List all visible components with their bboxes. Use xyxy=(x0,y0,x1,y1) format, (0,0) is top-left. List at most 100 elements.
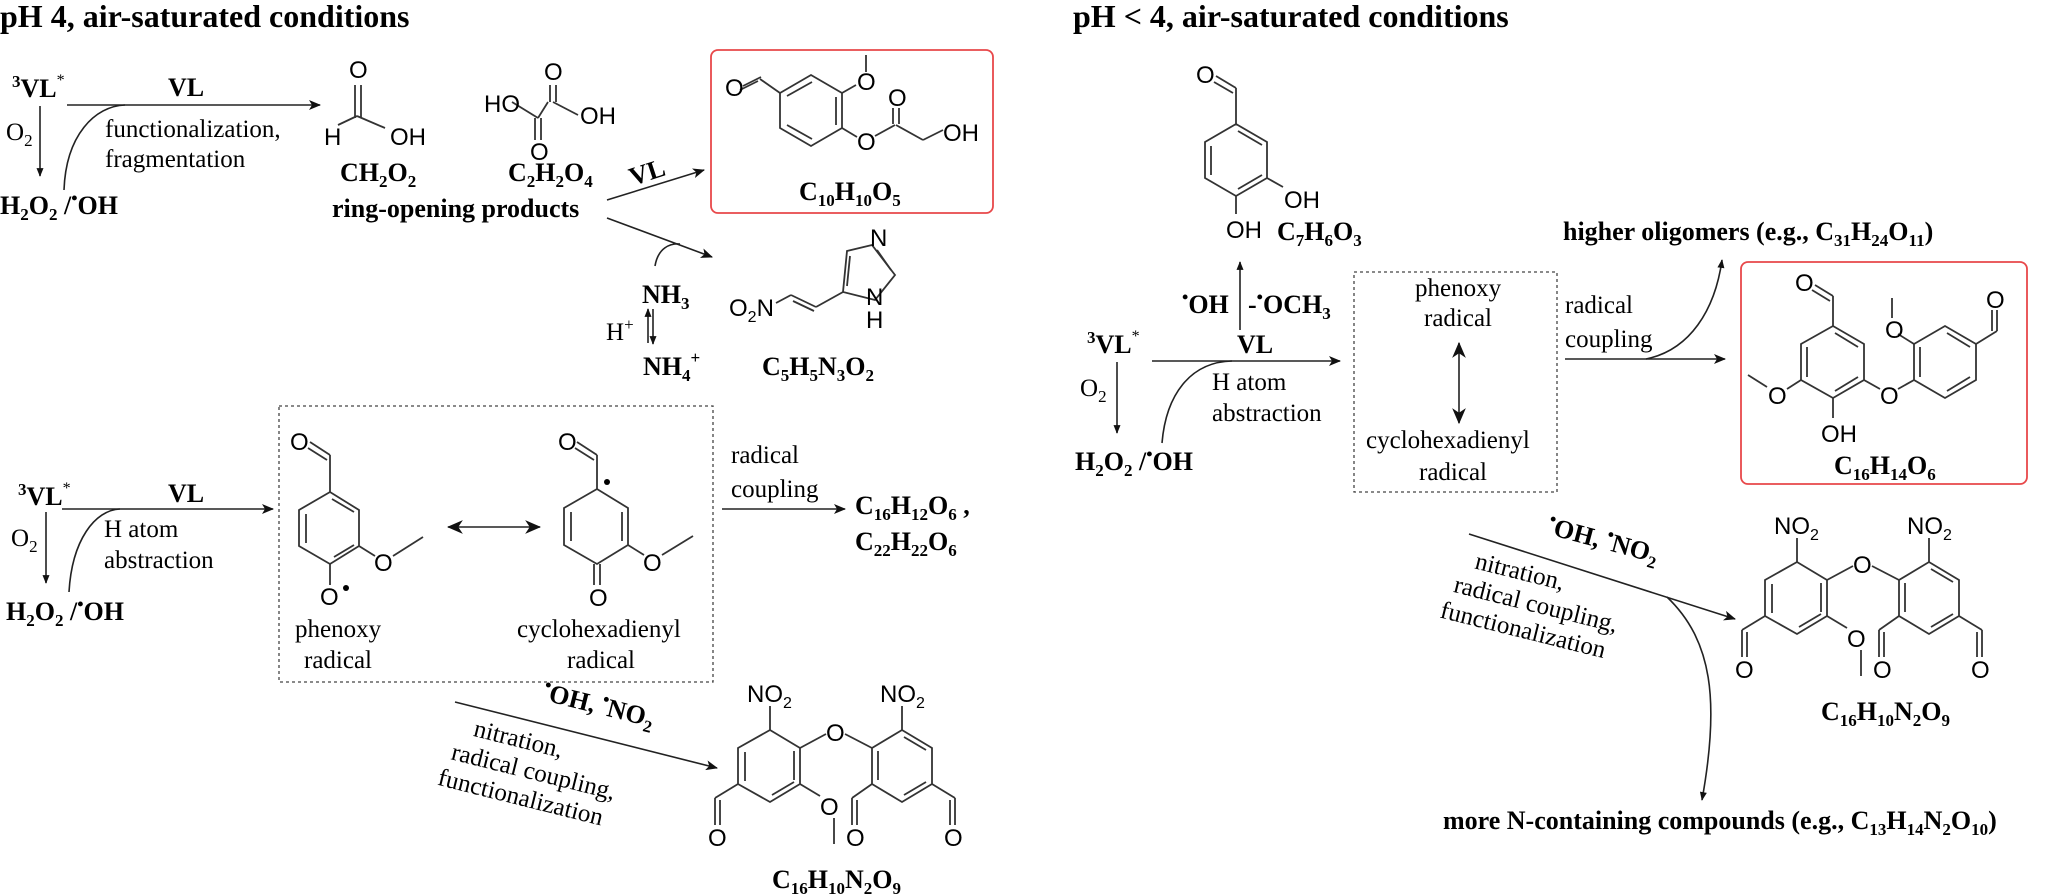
svg-text:OH: OH xyxy=(943,120,979,147)
c10h10o5-formula: C10H10O5 xyxy=(799,177,901,210)
svg-text:O: O xyxy=(944,825,963,852)
svg-text:O: O xyxy=(1885,317,1904,344)
oxalic-acid-structure: HO O OH O C2H2O4 xyxy=(484,59,616,191)
svg-text:O: O xyxy=(1986,287,2005,314)
right-panel: pH < 4, air-saturated conditions O OH OH… xyxy=(1073,0,2028,839)
dinitro-product-structure-left: NO2 NO2 O O O O O xyxy=(708,681,963,852)
radical-resonance-box-right xyxy=(1353,271,1558,493)
radical-coupling-label-right-1: radical xyxy=(1565,292,1633,319)
c7h6o3-structure: O OH OH xyxy=(1196,62,1320,244)
svg-text:O: O xyxy=(1971,657,1990,684)
triplet-vl-label-right: 3VL* xyxy=(1087,328,1140,359)
recycle-curve xyxy=(63,104,126,191)
abstraction-label: abstraction xyxy=(104,547,214,574)
left-panel: pH 4, air-saturated conditions 3VL* O2 H… xyxy=(0,0,994,896)
cyclohexadienyl-label-right-1: cyclohexadienyl xyxy=(1366,427,1530,454)
bottom-pathway: 3VL* O2 H2O2 /•OH VL H atom abstraction xyxy=(6,405,970,896)
svg-text:O: O xyxy=(374,550,393,577)
svg-text:O: O xyxy=(1735,657,1754,684)
svg-text:H: H xyxy=(324,124,341,151)
triplet-vl-label-2: 3VL* xyxy=(18,480,71,511)
h-atom-label-right: H atom xyxy=(1212,369,1287,396)
svg-text:O: O xyxy=(888,85,907,112)
svg-text:O: O xyxy=(643,550,662,577)
svg-text:O: O xyxy=(1873,657,1892,684)
svg-text:O: O xyxy=(725,75,744,102)
formic-acid-structure: O H OH CH2O2 xyxy=(324,57,426,191)
svg-text:O: O xyxy=(1847,626,1866,653)
radical-coupling-label-2: coupling xyxy=(731,476,819,503)
arrow-top-vl-2: VL xyxy=(168,479,204,508)
svg-text:O: O xyxy=(558,429,577,456)
c16h14o6-formula: C16H14O6 xyxy=(1834,451,1936,484)
dinitro-product-structure-right: NO2 NO2 O O O O O xyxy=(1735,513,1990,684)
cyclohexadienyl-radical-structure: O O O xyxy=(558,429,694,612)
och3-label: -•OCH3 xyxy=(1248,287,1331,323)
h-plus-label: H+ xyxy=(606,315,634,346)
nitration-arrow xyxy=(454,701,718,771)
svg-text:NO2: NO2 xyxy=(1907,513,1952,544)
recycle-curve-right xyxy=(1161,360,1233,444)
arrow-top-vl: VL xyxy=(168,73,204,102)
radical-coupling-label-right-2: coupling xyxy=(1565,326,1653,353)
svg-text:O: O xyxy=(846,825,865,852)
svg-text:O: O xyxy=(857,129,876,156)
vl-arrow-to-boxed xyxy=(606,168,705,201)
c5h5n3o2-structure: O2N N N H xyxy=(729,225,897,334)
phenoxy-label-2: radical xyxy=(304,647,372,674)
more-n-compounds-label: more N-containing compounds (e.g., C13H1… xyxy=(1443,806,1997,839)
svg-text:O: O xyxy=(857,69,876,96)
svg-text:O: O xyxy=(826,720,845,747)
oh-label: •OH xyxy=(1182,287,1229,319)
coupling-product-1: C16H12O6 , xyxy=(855,491,970,524)
svg-text:NO2: NO2 xyxy=(1774,513,1819,544)
svg-text:O: O xyxy=(1196,62,1215,89)
svg-text:O: O xyxy=(1880,383,1899,410)
right-panel-title: pH < 4, air-saturated conditions xyxy=(1073,0,1509,34)
svg-text:O: O xyxy=(1795,270,1814,297)
svg-text:O: O xyxy=(320,584,339,611)
functionalization-label: functionalization, xyxy=(105,116,281,143)
phenoxy-radical-structure: O O O xyxy=(290,429,424,611)
nh3-curve xyxy=(654,243,681,267)
svg-text:H: H xyxy=(866,307,883,334)
left-panel-title: pH 4, air-saturated conditions xyxy=(0,0,410,34)
c10h10o5-structure: O O O O OH xyxy=(725,55,979,156)
svg-text:O: O xyxy=(530,139,549,166)
vl-arrow-label: VL xyxy=(625,153,668,192)
h2o2-oh-label-right: H2O2 /•OH xyxy=(1075,444,1193,480)
formic-acid-formula: CH2O2 xyxy=(340,158,416,191)
svg-text:O: O xyxy=(290,429,309,456)
svg-text:N: N xyxy=(870,225,887,252)
svg-text:HO: HO xyxy=(484,91,520,118)
arrow-to-imidazole xyxy=(606,217,713,258)
svg-text:NO2: NO2 xyxy=(747,681,792,712)
phenoxy-label-1: phenoxy xyxy=(295,616,382,643)
nh3-label: NH3 xyxy=(642,280,690,313)
radical-coupling-label-1: radical xyxy=(731,442,799,469)
recycle-curve-2 xyxy=(68,508,121,593)
h-atom-label: H atom xyxy=(104,516,179,543)
fragmentation-label: fragmentation xyxy=(105,146,246,173)
c16h10n2o9-formula-right: C16H10N2O9 xyxy=(1821,697,1950,730)
highlight-box-c16h14o6 xyxy=(1740,261,2028,485)
phenoxy-label-right-2: radical xyxy=(1424,305,1492,332)
c16h10n2o9-formula-left: C16H10N2O9 xyxy=(772,865,901,896)
cyclohexadienyl-label-2: radical xyxy=(567,647,635,674)
c16h14o6-structure: O O O O O OH xyxy=(1747,270,2005,448)
highlight-box-c10h10o5 xyxy=(710,49,994,214)
cyclohexadienyl-label-1: cyclohexadienyl xyxy=(517,616,681,643)
h2o2-oh-label: H2O2 /•OH xyxy=(0,188,118,224)
svg-text:OH: OH xyxy=(580,103,616,130)
svg-text:O: O xyxy=(1853,552,1872,579)
svg-text:OH: OH xyxy=(1284,187,1320,214)
oxalic-acid-formula: C2H2O4 xyxy=(508,158,593,191)
svg-text:O: O xyxy=(589,585,608,612)
h2o2-oh-label-2: H2O2 /•OH xyxy=(6,594,124,630)
svg-text:N: N xyxy=(866,284,883,311)
top-pathway: 3VL* O2 H2O2 /•OH VL functionalization, … xyxy=(0,49,994,385)
nh4-label: NH4+ xyxy=(643,348,700,385)
o2-label-2: O2 xyxy=(11,525,38,556)
svg-text:O: O xyxy=(1768,383,1787,410)
